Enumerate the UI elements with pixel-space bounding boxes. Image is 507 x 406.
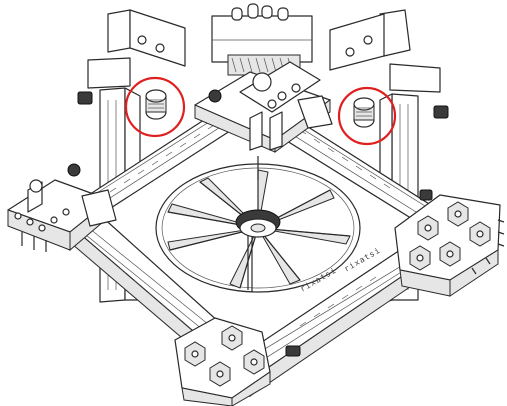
top-carriage [194, 61, 333, 153]
knurled-knob-right [433, 105, 449, 119]
rail-holes [109, 124, 391, 327]
right-thumbscrew-highlight [337, 86, 397, 146]
knurled-knob-bottom [285, 345, 301, 357]
thumbscrew-left [67, 163, 81, 177]
right-rollers [409, 201, 491, 271]
bottom-rollers [184, 325, 265, 387]
right-omni-wheel [394, 194, 505, 297]
heatsink-fins [231, 57, 293, 73]
knurled-knob-left [77, 91, 93, 105]
rear-motor-block [211, 3, 313, 76]
central-fan [155, 156, 361, 293]
left-thumbscrew-highlight [124, 76, 186, 138]
knurled-knob-right-lower [419, 189, 433, 201]
bottom-omni-wheel [174, 189, 433, 406]
right-thumbscrew [353, 97, 375, 128]
thumbscrew-top [208, 89, 222, 103]
left-thumbscrew [145, 89, 167, 120]
left-carriage [7, 163, 117, 252]
